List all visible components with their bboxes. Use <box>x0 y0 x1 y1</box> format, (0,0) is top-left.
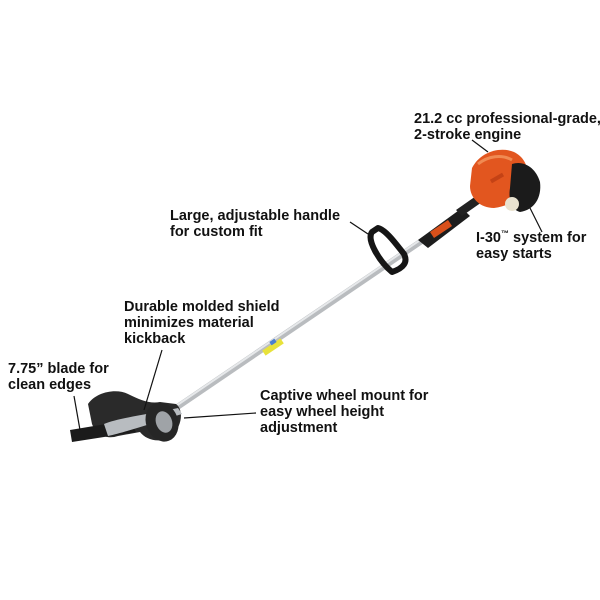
leader-blade <box>73 395 81 431</box>
engine-logo <box>489 172 505 184</box>
leader-shield <box>143 349 163 411</box>
leader-engine <box>471 139 489 153</box>
callout-handle-line-2: for custom fit <box>170 224 263 240</box>
grip-neck <box>456 196 482 216</box>
callout-wheel-line-3: adjustment <box>260 420 338 436</box>
shaft-decal <box>262 338 284 356</box>
callout-wheel: Captive wheel mount for easy wheel heigh… <box>260 388 428 436</box>
callout-shield-line-1: Durable molded shield <box>124 299 280 315</box>
callout-shield: Durable molded shield minimizes material… <box>124 299 280 347</box>
leader-wheel <box>183 412 257 419</box>
callout-engine-line-1: 21.2 cc professional-grade, <box>414 111 600 127</box>
callout-engine: 21.2 cc professional-grade, 2-stroke eng… <box>414 111 600 143</box>
shaft-decal-blue <box>269 338 277 346</box>
callout-engine-line-2: 2-stroke engine <box>414 127 522 143</box>
engine-highlight <box>477 155 513 166</box>
grip-trigger-accent <box>430 220 452 238</box>
leader-starter <box>529 207 543 233</box>
callout-blade-line-1: 7.75” blade for <box>8 361 109 377</box>
wheel-hub <box>155 411 173 433</box>
callout-blade-line-2: clean edges <box>8 377 92 393</box>
callout-handle: Large, adjustable handle for custom fit <box>170 208 340 240</box>
callout-wheel-line-1: Captive wheel mount for <box>260 388 429 404</box>
callout-shield-line-3: kickback <box>124 331 186 347</box>
starter-model: I-30 <box>476 230 501 246</box>
callout-shield-line-2: minimizes material <box>124 315 254 331</box>
trademark-symbol: ™ <box>501 229 509 239</box>
loop-handle <box>367 225 409 275</box>
shaft-highlight <box>169 231 433 411</box>
callout-blade: 7.75” blade for clean edges <box>8 361 109 393</box>
leader-handle <box>349 221 369 235</box>
shaft <box>167 231 435 415</box>
callout-wheel-line-2: easy wheel height <box>260 404 385 420</box>
callout-starter-line-1: I-30™ system for <box>476 230 586 246</box>
callout-starter-line-2: easy starts <box>476 246 552 262</box>
fuel-tank <box>505 197 519 211</box>
callout-handle-line-1: Large, adjustable handle <box>170 208 341 224</box>
starter-suffix: system for <box>509 230 587 246</box>
callout-starter: I-30™ system for easy starts <box>476 230 586 262</box>
